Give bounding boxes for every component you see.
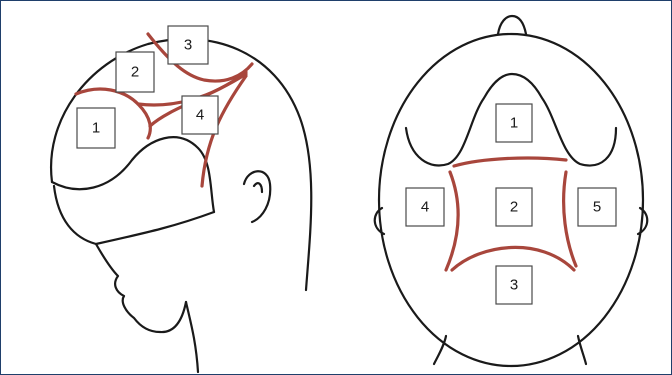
side-hairline (52, 137, 214, 212)
side-zone-label-3: 3 (184, 37, 192, 54)
side-zone-label-4: 4 (196, 107, 204, 124)
top-zone-box-1: 1 (496, 104, 532, 142)
top-zone-box-5: 5 (578, 188, 616, 226)
side-zone-box-4: 4 (182, 96, 218, 134)
side-zone-label-2: 2 (131, 64, 139, 81)
top-zone-box-4: 4 (406, 188, 444, 226)
top-zone-label-2: 2 (510, 199, 518, 216)
side-face-profile (54, 186, 186, 332)
top-zone-box-2: 2 (496, 188, 532, 226)
side-zone-label-1: 1 (92, 120, 100, 137)
side-head-outline (51, 39, 311, 290)
top-nose (498, 16, 526, 34)
side-jaw (96, 212, 214, 244)
side-ear (244, 171, 270, 222)
top-section-line-right (564, 172, 576, 266)
top-zone-label-1: 1 (510, 115, 518, 132)
side-view-head: 1 2 3 4 (51, 26, 311, 372)
top-zone-label-5: 5 (593, 199, 601, 216)
top-section-line-left (446, 172, 458, 270)
side-neck (186, 302, 198, 372)
top-section-line-top (454, 158, 566, 166)
side-ear-inner (254, 183, 262, 192)
side-zone-box-1: 1 (77, 108, 115, 148)
top-zone-label-4: 4 (421, 199, 429, 216)
side-zone-box-2: 2 (116, 52, 154, 92)
side-zone-box-3: 3 (168, 26, 208, 64)
top-view-head: 1 2 3 4 5 (375, 16, 648, 366)
top-zone-box-3: 3 (496, 266, 532, 304)
top-zone-label-3: 3 (510, 277, 518, 294)
